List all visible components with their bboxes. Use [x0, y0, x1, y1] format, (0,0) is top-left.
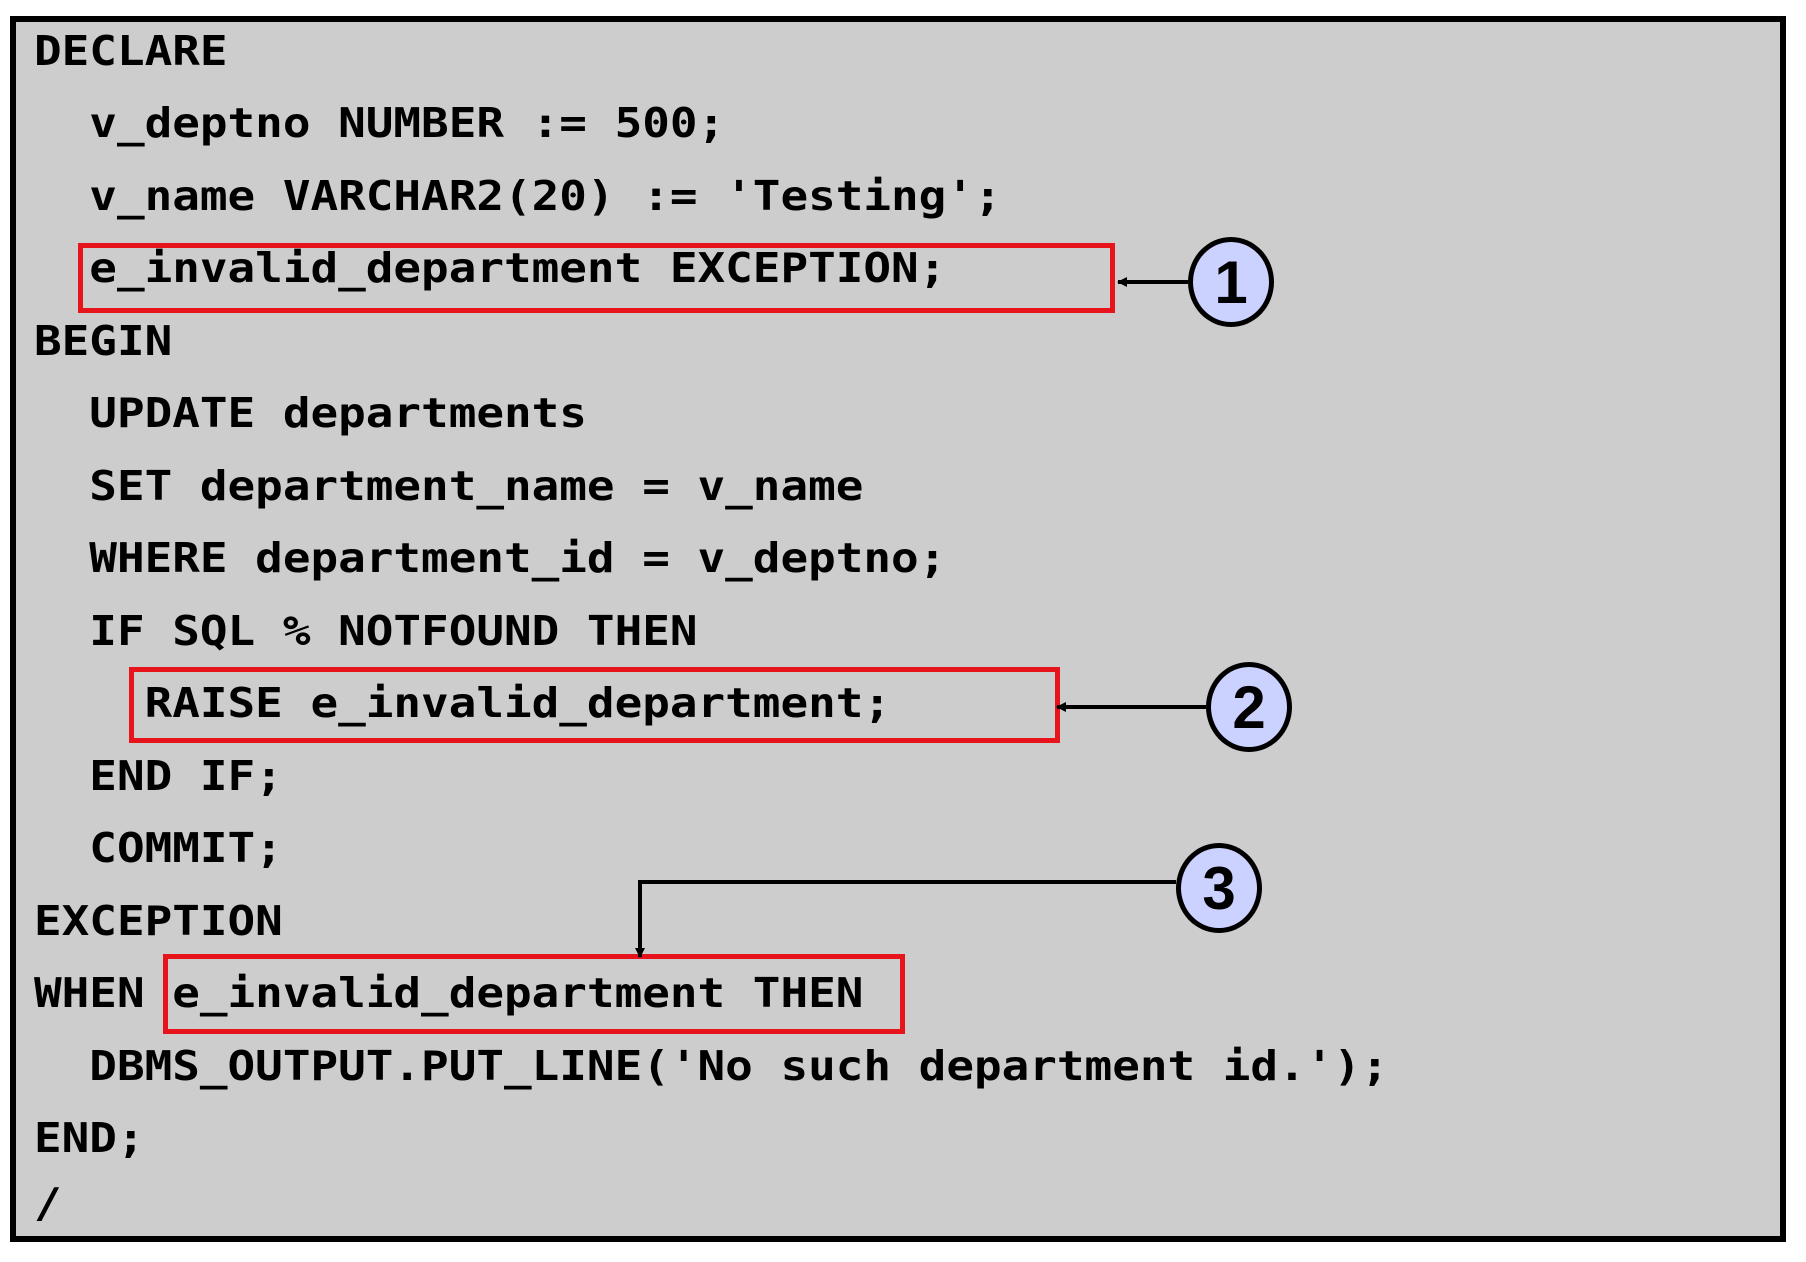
- code-line-v-deptno: v_deptno NUMBER := 500;: [34, 99, 726, 147]
- callout-1: 1: [1188, 237, 1274, 327]
- code-line-exception-declaration: e_invalid_department EXCEPTION;: [34, 244, 947, 292]
- highlight-box-when-handler: [163, 954, 905, 1034]
- code-line-slash: /: [34, 1179, 62, 1227]
- code-line-set: SET department_name = v_name: [34, 462, 864, 510]
- code-line-if: IF SQL % NOTFOUND THEN: [34, 607, 698, 655]
- highlight-box-exception-declaration: [78, 243, 1115, 313]
- code-panel: [10, 16, 1786, 1242]
- code-line-where: WHERE department_id = v_deptno;: [34, 534, 947, 582]
- code-line-update: UPDATE departments: [34, 389, 587, 437]
- code-line-declare: DECLARE: [34, 27, 228, 75]
- code-line-raise: RAISE e_invalid_department;: [34, 679, 892, 727]
- callout-3: 3: [1176, 843, 1262, 933]
- code-line-dbms-output: DBMS_OUTPUT.PUT_LINE('No such department…: [34, 1042, 1389, 1090]
- code-line-exception: EXCEPTION: [34, 897, 283, 945]
- code-line-when: WHEN e_invalid_department THEN: [34, 969, 864, 1017]
- code-line-end-if: END IF;: [34, 752, 283, 800]
- code-line-commit: COMMIT;: [34, 824, 283, 872]
- code-line-v-name: v_name VARCHAR2(20) := 'Testing';: [34, 172, 1002, 220]
- code-line-end: END;: [34, 1114, 145, 1162]
- arrow-callout-3: [635, 880, 1176, 958]
- code-line-begin: BEGIN: [34, 317, 173, 365]
- callout-2: 2: [1206, 662, 1292, 752]
